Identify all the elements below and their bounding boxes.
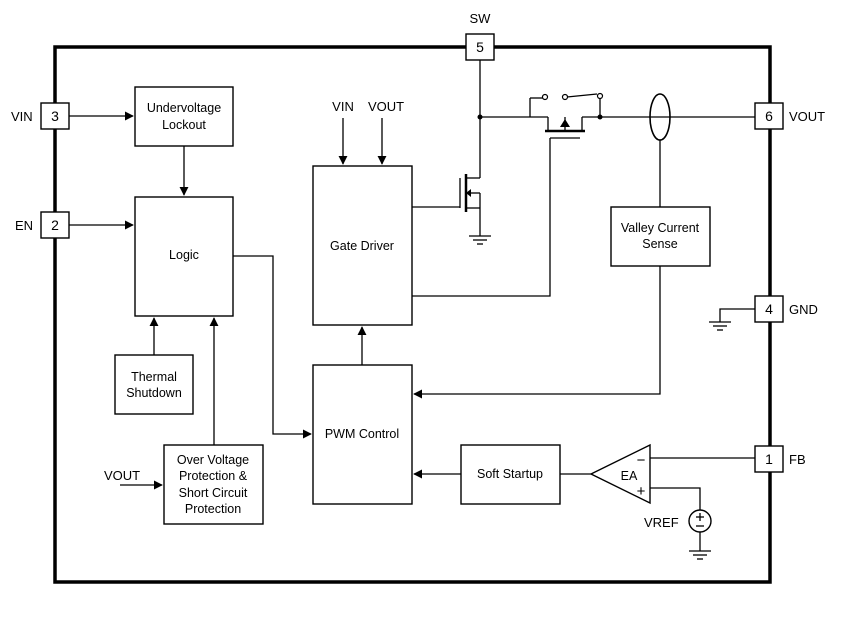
valley-label-line1: Valley Current — [621, 221, 700, 235]
ovp-label-line1: Over Voltage — [177, 453, 249, 467]
pin-fb-number: 1 — [765, 451, 773, 467]
pin-fb-label: FB — [789, 452, 806, 467]
pin-fb: 1 FB — [754, 445, 806, 473]
pin-vout: 6 VOUT — [754, 102, 825, 130]
low-side-mosfet — [412, 117, 481, 236]
vref-label: VREF — [644, 515, 679, 530]
pin-gnd: 4 GND — [754, 295, 818, 323]
ground-symbol-low-side — [469, 235, 491, 245]
pin-en-label: EN — [15, 218, 33, 233]
thermal-shutdown-block: Thermal Shutdown — [114, 354, 194, 415]
uvlo-label-line1: Undervoltage — [147, 101, 221, 115]
gnd-pin-wire — [719, 308, 755, 322]
ea-plus-sign: + — [637, 483, 646, 500]
thermal-label-line2: Shutdown — [126, 386, 182, 400]
pin-sw-number: 5 — [476, 39, 484, 55]
uvlo-block: Undervoltage Lockout — [134, 86, 234, 147]
vref-source — [688, 509, 712, 560]
ovp-label-line4: Protection — [185, 502, 241, 516]
ea-label: EA — [621, 469, 638, 483]
valley-label-line2: Sense — [642, 237, 677, 251]
pin-vout-label: VOUT — [789, 109, 825, 124]
logic-label: Logic — [169, 248, 199, 262]
valley-to-pwm-wire — [413, 266, 661, 399]
pin-gnd-label: GND — [789, 302, 818, 317]
sync-fet-switch-blade — [566, 93, 598, 98]
gate-driver-vin-label: VIN — [332, 99, 354, 114]
logic-to-pwm-wire — [233, 255, 312, 439]
ground-symbol-gnd-pin — [709, 321, 731, 331]
pin-sw: 5 SW — [465, 11, 495, 61]
gate-driver-block: Gate Driver — [312, 165, 413, 326]
pin-vin-label: VIN — [11, 109, 33, 124]
soft-startup-label: Soft Startup — [477, 467, 543, 481]
logic-block: Logic — [134, 196, 234, 317]
pin-vout-number: 6 — [765, 108, 773, 124]
ovp-label-line2: Protection & — [179, 469, 248, 483]
pin-vin-number: 3 — [51, 108, 59, 124]
valley-current-sense-block: Valley Current Sense — [610, 206, 711, 267]
ovp-block: Over Voltage Protection & Short Circuit … — [163, 444, 264, 525]
pin-en: 2 EN — [15, 211, 70, 239]
pin-vin: 3 VIN — [11, 102, 70, 130]
sync-fet-terminal-c — [596, 92, 604, 100]
sync-fet-terminal-a — [541, 93, 549, 101]
ovp-vout-label: VOUT — [104, 468, 140, 483]
current-sense-loop — [649, 93, 671, 141]
gate-driver-label: Gate Driver — [330, 239, 394, 253]
vref-to-ea-wire — [650, 487, 701, 510]
pwm-control-label: PWM Control — [325, 427, 399, 441]
thermal-label-line1: Thermal — [131, 370, 177, 384]
gate-to-sync-fet-wire — [412, 138, 551, 297]
pin-gnd-number: 4 — [765, 301, 773, 317]
ea-minus-sign: − — [637, 452, 646, 469]
sync-fet-terminal-b — [561, 93, 569, 101]
ovp-label-line3: Short Circuit — [179, 486, 248, 500]
uvlo-label-line2: Lockout — [162, 118, 206, 132]
sync-mosfet — [412, 116, 600, 297]
gate-driver-vout-label: VOUT — [368, 99, 404, 114]
soft-startup-block: Soft Startup — [460, 444, 561, 505]
error-amplifier: EA − + — [589, 443, 651, 505]
pwm-control-block: PWM Control — [312, 364, 413, 505]
pin-en-number: 2 — [51, 217, 59, 233]
pin-sw-label: SW — [470, 11, 492, 26]
